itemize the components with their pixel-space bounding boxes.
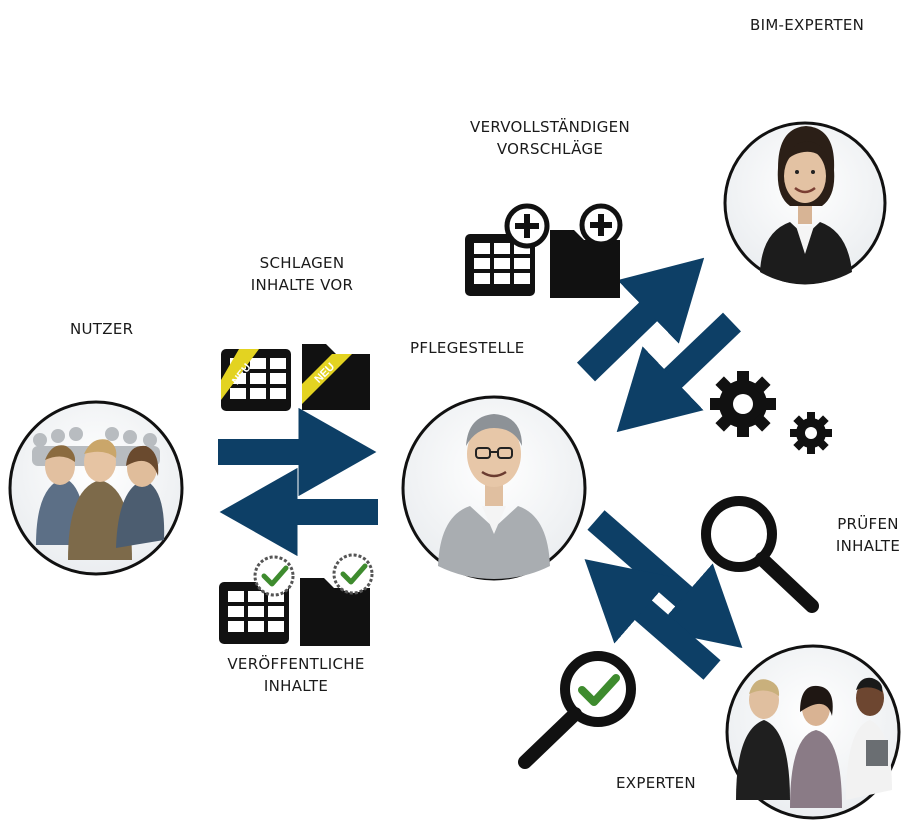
magnifier-check-icon — [518, 651, 636, 769]
experts-avatar — [725, 644, 901, 820]
action-label-complete-line1: VERVOLLSTÄNDIGEN — [470, 118, 630, 136]
arrows — [218, 257, 743, 680]
users-avatar — [8, 400, 184, 576]
action-label-check-content: PRÜFEN INHALTE — [836, 513, 900, 557]
action-label-check-line1: PRÜFEN — [837, 515, 899, 533]
folder-approved-icon — [300, 553, 374, 646]
table-new-icon — [221, 349, 291, 411]
gears-icon — [710, 371, 832, 454]
arrow-bim-expert-to-maintainer — [616, 312, 741, 433]
table-add-icon — [465, 203, 550, 296]
arrow-experts-to-maintainer — [584, 559, 721, 680]
magnifier-icon — [701, 496, 819, 613]
action-label-publish-content: VERÖFFENTLICHE INHALTE — [227, 653, 364, 697]
action-label-publish-line2: INHALTE — [263, 677, 329, 695]
role-label-users: NUTZER — [70, 320, 134, 338]
role-label-maintainer: PFLEGESTELLE — [410, 339, 525, 357]
action-label-propose-content: SCHLAGEN INHALTE VOR — [251, 252, 353, 296]
folder-new-icon — [302, 344, 370, 410]
action-label-publish-line1: VERÖFFENTLICHE — [227, 655, 365, 673]
bim-expert-avatar — [723, 121, 887, 285]
folder-add-icon — [550, 203, 623, 298]
action-label-complete-line2: VORSCHLÄGE — [496, 140, 604, 158]
arrow-maintainer-to-bim-expert — [576, 257, 705, 382]
action-label-check-line2: INHALTE — [835, 537, 901, 555]
action-label-propose-line2: INHALTE VOR — [250, 276, 354, 294]
table-approved-icon — [219, 555, 295, 644]
role-label-experts: EXPERTEN — [616, 774, 696, 792]
maintainer-avatar — [401, 395, 587, 581]
action-label-propose-line1: SCHLAGEN — [259, 254, 345, 272]
action-label-complete-proposals: VERVOLLSTÄNDIGEN VORSCHLÄGE — [470, 116, 630, 160]
role-label-bim-experts: BIM-EXPERTEN — [750, 16, 865, 34]
